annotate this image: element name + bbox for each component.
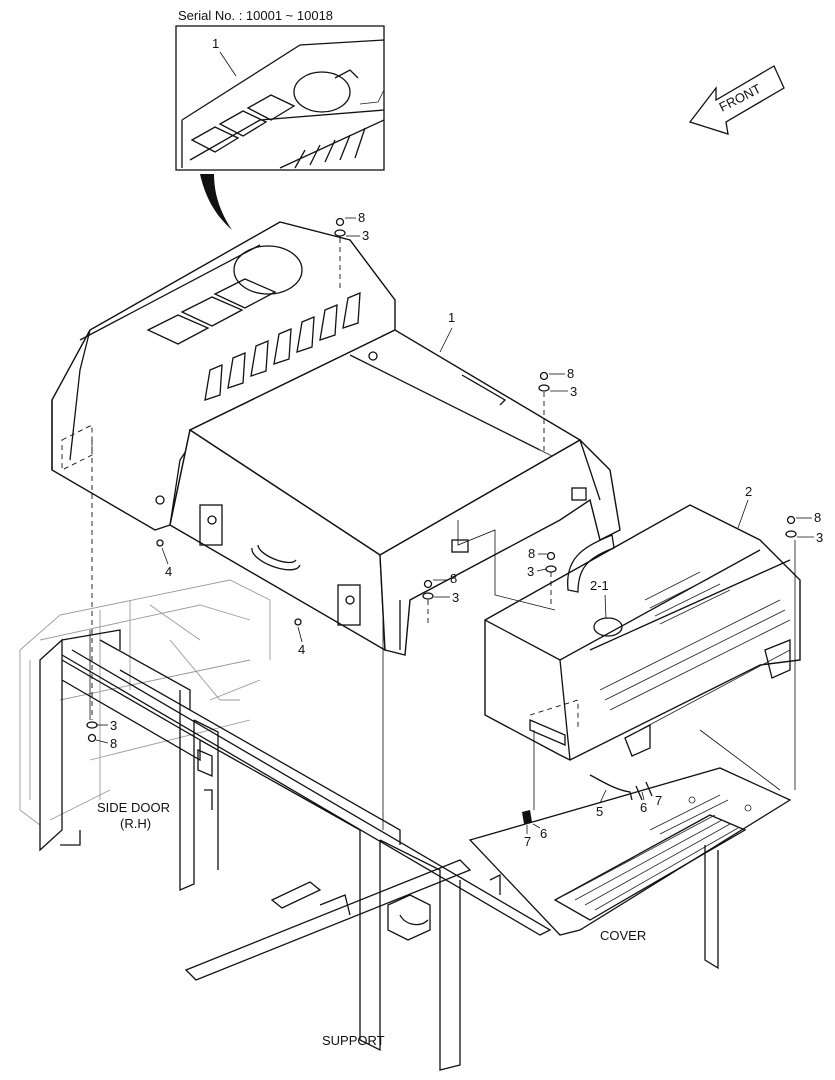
hardware [86,217,797,824]
callout-part-4-a: 4 [165,564,172,579]
label-cover: COVER [600,928,646,943]
inset-pointer [200,174,232,230]
inset-callout-1: 1 [212,36,219,51]
label-side-door: SIDE DOOR [97,800,170,815]
frame-ghost [19,579,271,830]
front-arrow: FRONT [688,65,785,135]
assembly-lines [61,238,796,830]
assembly-labels: SIDE DOOR (R.H) COVER SUPPORT [97,800,646,1048]
callout-part-7-b: 7 [524,834,531,849]
callout-part-5: 5 [596,804,603,819]
callout-washer-3-e: 3 [452,590,459,605]
callout-washer-3-a: 3 [362,228,369,243]
callout-bolt-8-c: 8 [814,510,821,525]
callout-bolt-8-e: 8 [450,571,457,586]
callout-washer-3-f: 3 [110,718,117,733]
callout-bolt-8-d: 8 [528,546,535,561]
inset-detail: Serial No. : 10001 ~ 10018 1 [175,8,385,230]
callout-washer-3-c: 3 [816,530,823,545]
callout-part-7-a: 7 [655,793,662,808]
callout-bolt-8-a: 8 [358,210,365,225]
serial-note: Serial No. : 10001 ~ 10018 [178,8,333,23]
callout-part-1: 1 [448,310,455,325]
callout-part-4-b: 4 [298,642,305,657]
callout-part-6-b: 6 [540,826,547,841]
callout-part-2-1: 2-1 [590,578,609,593]
callout-washer-3-d: 3 [527,564,534,579]
hood-part-1 [51,221,621,656]
callout-part-2: 2 [745,484,752,499]
support-frame [39,629,792,1071]
inset-frame [175,25,385,171]
label-support: SUPPORT [322,1033,385,1048]
cover-part-2 [484,504,801,761]
label-side-door-rh: (R.H) [120,816,151,831]
callout-bolt-8-f: 8 [110,736,117,751]
callouts: 8 3 1 8 3 2 8 3 2-1 8 3 8 3 4 4 3 8 5 [95,210,823,849]
callout-bolt-8-b: 8 [567,366,574,381]
callout-washer-3-b: 3 [570,384,577,399]
callout-part-6-a: 6 [640,800,647,815]
